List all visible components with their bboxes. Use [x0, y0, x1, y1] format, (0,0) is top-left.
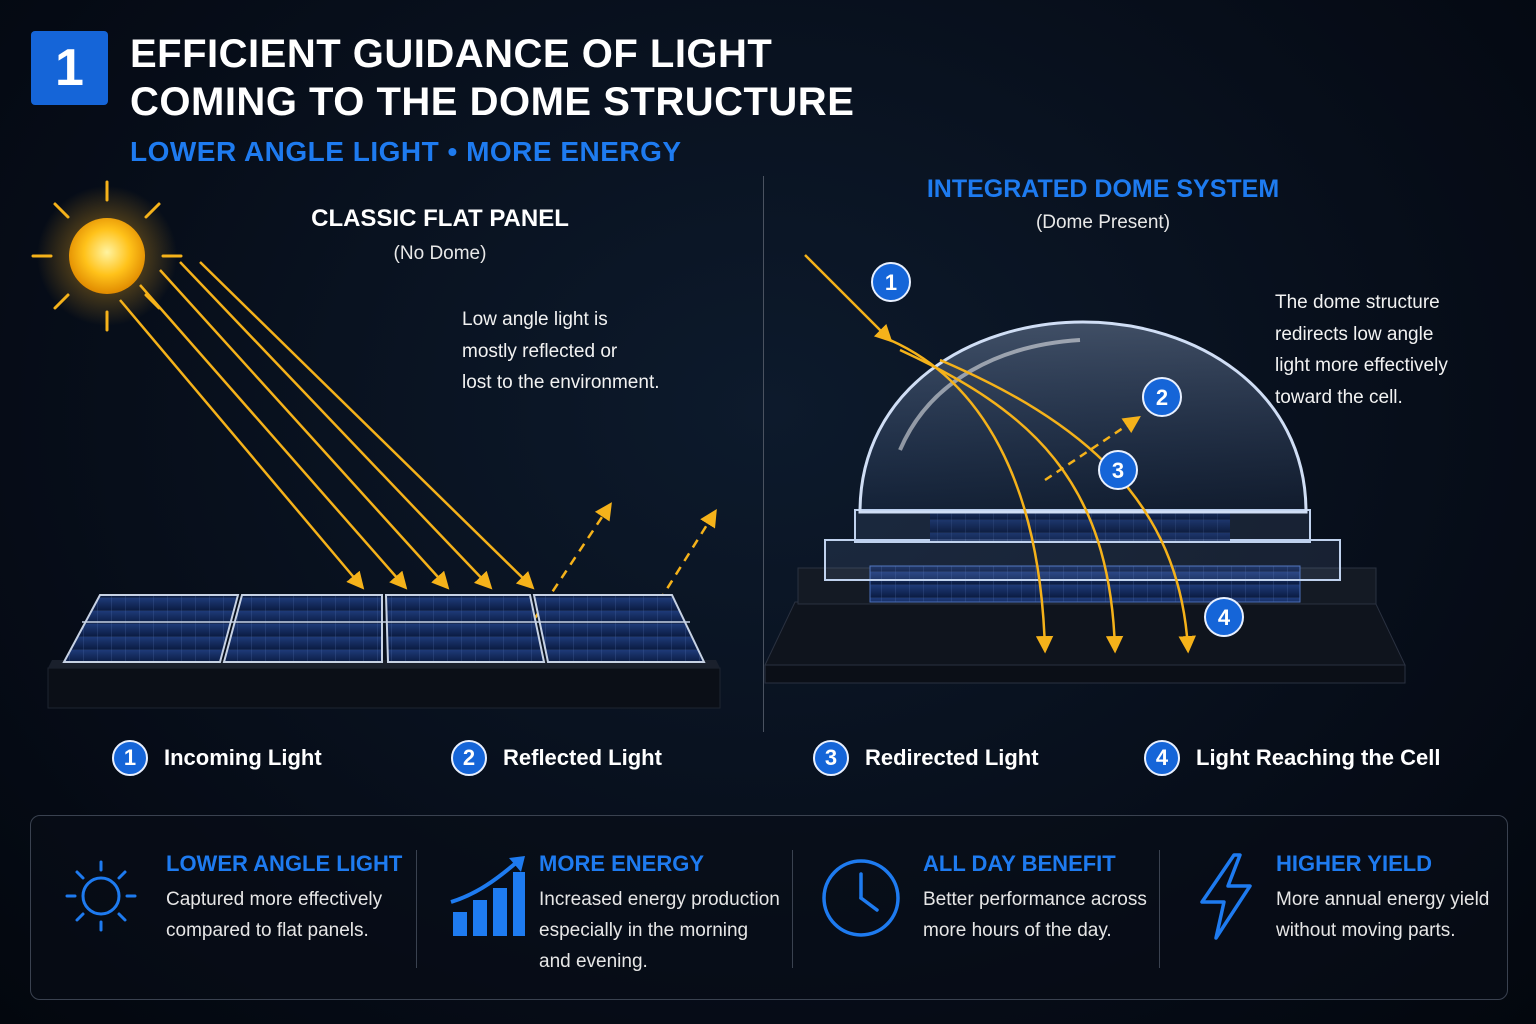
- feature-lower-angle: LOWER ANGLE LIGHT Captured more effectiv…: [31, 816, 416, 999]
- title-line-1: EFFICIENT GUIDANCE OF LIGHT: [130, 32, 773, 76]
- section-divider: [763, 176, 764, 732]
- feature-desc-line: without moving parts.: [1276, 920, 1456, 941]
- left-section-title: CLASSIC FLAT PANEL: [311, 205, 569, 232]
- features-panel: LOWER ANGLE LIGHT Captured more effectiv…: [30, 815, 1508, 1000]
- clock-icon: [822, 859, 900, 937]
- legend-label: Incoming Light: [164, 745, 322, 770]
- title-line-2: COMING TO THE DOME STRUCTURE: [130, 80, 855, 124]
- left-note-line: lost to the environment.: [462, 372, 660, 393]
- bar-chart-growth-icon: [450, 856, 525, 936]
- right-section-subtitle: (Dome Present): [1035, 212, 1171, 233]
- feature-title: LOWER ANGLE LIGHT: [166, 851, 403, 876]
- svg-text:3: 3: [1112, 458, 1124, 483]
- feature-desc: More annual energy yield without moving …: [1276, 884, 1489, 946]
- feature-separator: [416, 850, 417, 968]
- feature-desc-line: Increased energy production: [539, 889, 780, 910]
- dome-marker-2: 2: [1142, 377, 1182, 417]
- legend-label: Redirected Light: [865, 745, 1039, 770]
- dome-marker-4: 4: [1204, 597, 1244, 637]
- right-note-line: toward the cell.: [1275, 386, 1403, 408]
- svg-text:2: 2: [1156, 385, 1168, 410]
- incoming-rays-left: [119, 261, 535, 590]
- right-note-line: The dome structure: [1275, 292, 1440, 313]
- right-section-title: INTEGRATED DOME SYSTEM: [926, 175, 1280, 203]
- left-section-subtitle: (No Dome): [393, 243, 487, 264]
- feature-desc-line: more hours of the day.: [923, 920, 1112, 941]
- legend-label: Reflected Light: [503, 745, 662, 770]
- svg-text:4: 4: [1218, 605, 1231, 630]
- flat-solar-panel: [47, 594, 721, 709]
- legend-badge: 4: [1144, 740, 1180, 776]
- feature-more-energy: MORE ENERGY Increased energy production …: [417, 816, 792, 999]
- svg-text:1: 1: [885, 270, 897, 295]
- right-note-line: redirects low angle: [1275, 323, 1434, 345]
- section-number-badge: 1: [31, 31, 108, 105]
- legend-item-incoming: 1 Incoming Light: [112, 740, 322, 776]
- dome-marker-1: 1: [871, 262, 911, 302]
- dome-marker-3: 3: [1098, 450, 1138, 490]
- feature-all-day: ALL DAY BENEFIT Better performance acros…: [793, 816, 1159, 999]
- page-title: EFFICIENT GUIDANCE OF LIGHT COMING TO TH…: [130, 30, 1030, 126]
- legend-item-redirected: 3 Redirected Light: [813, 740, 1039, 776]
- legend-badge: 3: [813, 740, 849, 776]
- right-note-line: light more effectively: [1275, 355, 1448, 376]
- page-subtitle: LOWER ANGLE LIGHT • MORE ENERGY: [130, 136, 682, 167]
- legend-badge: 2: [451, 740, 487, 776]
- feature-desc-line: and evening.: [539, 951, 648, 972]
- feature-separator: [1159, 850, 1160, 968]
- feature-desc-line: especially in the morning: [539, 920, 749, 941]
- legend-label: Light Reaching the Cell: [1196, 745, 1441, 770]
- feature-separator: [792, 850, 793, 968]
- feature-desc: Captured more effectively compared to fl…: [166, 884, 382, 946]
- left-note-line: Low angle light is: [462, 309, 608, 330]
- legend-item-reflected: 2 Reflected Light: [451, 740, 662, 776]
- feature-desc-line: More annual energy yield: [1276, 889, 1490, 910]
- feature-desc-line: Better performance across: [923, 889, 1147, 910]
- feature-desc-line: compared to flat panels.: [166, 920, 369, 941]
- legend-item-reaching-cell: 4 Light Reaching the Cell: [1144, 740, 1440, 776]
- sun-illustration: [31, 180, 183, 332]
- left-note: Low angle light is mostly reflected or l…: [462, 304, 762, 399]
- feature-title: HIGHER YIELD: [1276, 851, 1433, 876]
- feature-title: ALL DAY BENEFIT: [923, 851, 1116, 876]
- feature-desc-line: Captured more effectively: [166, 889, 383, 910]
- left-note-line: mostly reflected or: [462, 340, 618, 362]
- sun-icon: [65, 860, 137, 932]
- lightning-icon: [1200, 853, 1252, 940]
- feature-higher-yield: HIGHER YIELD More annual energy yield wi…: [1160, 816, 1506, 999]
- feature-desc: Better performance across more hours of …: [923, 884, 1147, 946]
- feature-title: MORE ENERGY: [539, 851, 705, 876]
- illustration: 1 2 3 4: [31, 180, 1406, 709]
- dome-system: [764, 320, 1406, 684]
- feature-desc: Increased energy production especially i…: [539, 884, 780, 977]
- legend-badge: 1: [112, 740, 148, 776]
- right-note: The dome structure redirects low angle l…: [1275, 287, 1515, 413]
